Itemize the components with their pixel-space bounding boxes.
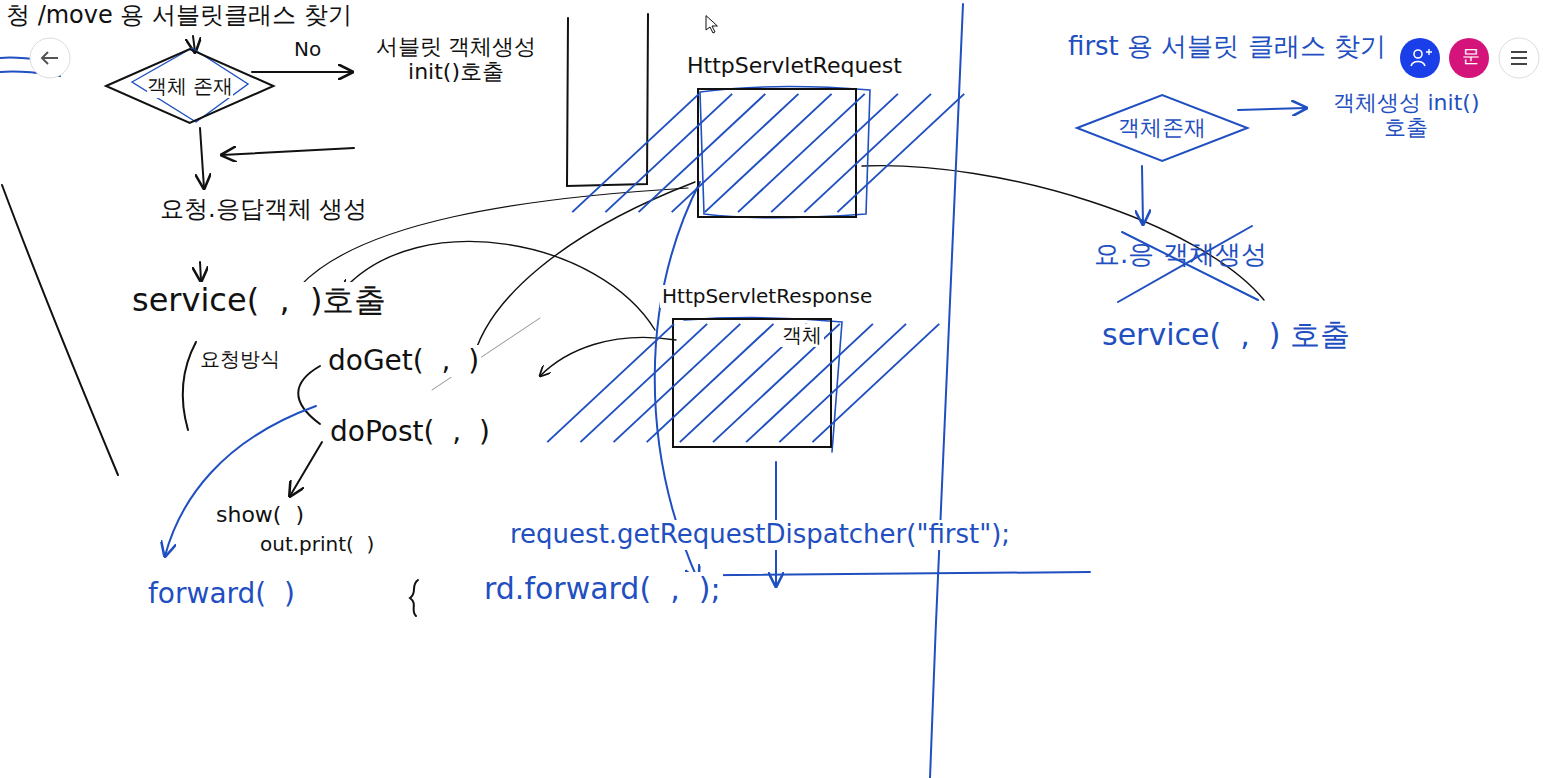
hatch-line [614,324,741,442]
diamond-stroke [106,49,273,123]
board-text: doPost( , ) [328,416,492,448]
hatch-line [572,94,699,212]
hatch-line [672,94,799,212]
hatch-line [779,324,906,442]
board-text: 서블릿 객체생성 init()호출 [362,34,550,85]
hatch-line [647,324,774,442]
hatch-line [771,94,898,212]
object-box: HttpServletResponse객체 [672,318,832,448]
hatch-line [746,324,873,442]
board-text: doGet( , ) [326,345,481,377]
hatch-line [738,94,865,212]
board-text: rd.forward( , ); [482,572,723,607]
object-heading: HttpServletResponse [660,285,874,308]
hatch-line [547,324,674,442]
object-heading: HttpServletRequest [685,53,904,78]
board-text: forward( ) [146,578,297,610]
hatch-line [804,94,931,212]
hatch-line [705,94,832,212]
avatar-initial: 문 [1460,46,1482,67]
hatching [699,90,855,216]
board-text: No [292,38,323,61]
board-text: show( ) [214,502,306,527]
board-text: service( , ) 호출 [1100,318,1352,353]
hatch-line [605,94,732,212]
hatch-line [580,324,707,442]
board-text: 객체생성 init()호출 [1326,90,1486,141]
empty-box [567,14,648,186]
hatch-line [713,324,840,442]
board-text: request.getRequestDispatcher("first"); [508,520,1012,550]
node-text: 객체 존재 [147,75,233,98]
node-text: 객체존재 [1118,115,1206,140]
hatch-line [837,94,964,212]
decision-diamond: 객체존재 [1075,93,1249,163]
decision-diamond: 객체 존재 [104,47,275,125]
board-text: 청 /move 용 서블릿클래스 찾기 [4,2,354,30]
hatch-line [639,94,766,212]
board-text: service( , )호출 [130,282,388,319]
board-text: 요청.응답객체 생성 [158,196,369,224]
node-text: 객체 [780,324,824,347]
edge-stroke [2,185,118,475]
board-text: 요.응 객체생성 [1092,240,1269,270]
diamond-stroke [1077,95,1247,161]
object-box: HttpServletRequest [697,88,857,218]
board-text: 요청방식 [198,348,282,371]
board-text: first 용 서블릿 클래스 찾기 [1066,32,1388,62]
hatch-line [812,324,939,442]
board-text: out.print( ) [258,533,376,556]
